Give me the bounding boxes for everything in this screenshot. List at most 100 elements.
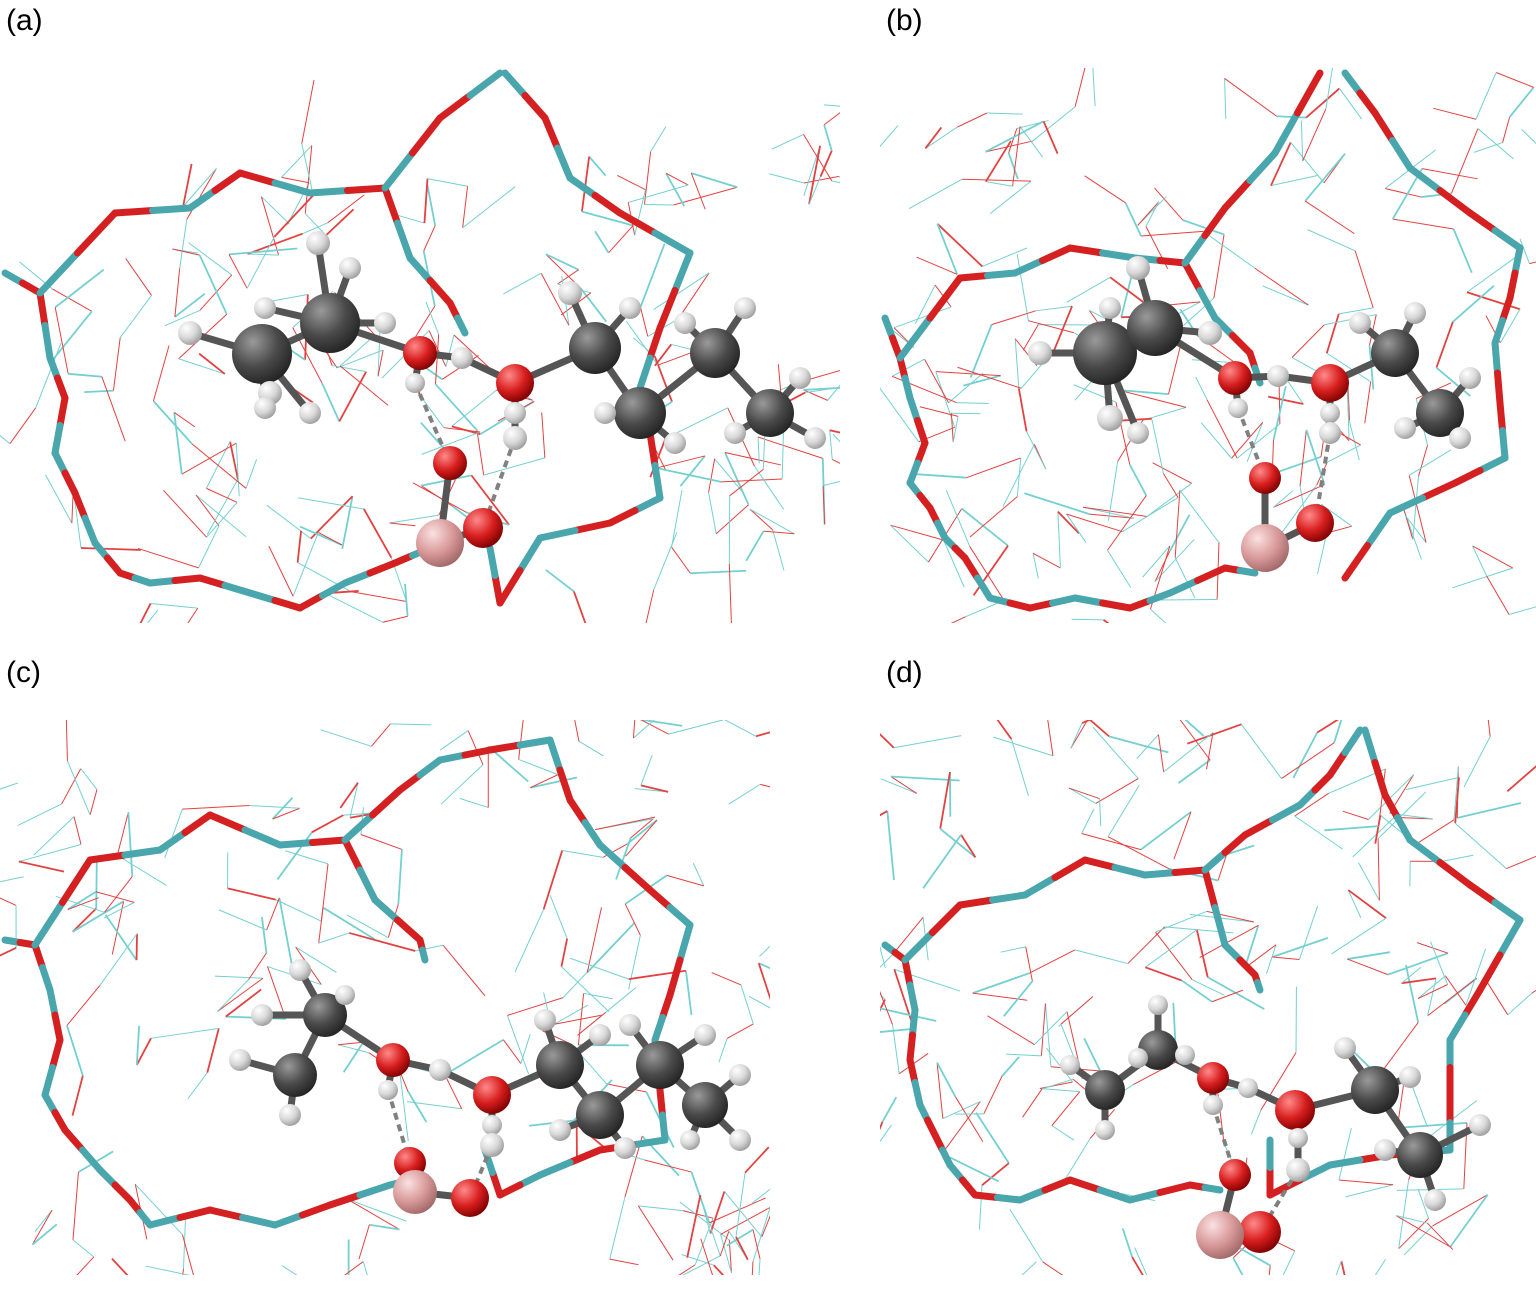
carbon-atom [1351,1066,1399,1114]
carbon-atom [569,322,621,374]
oxygen-atom [1311,364,1349,402]
panel-label-c: (c) [6,656,41,690]
hydrogen-atom [1399,1066,1421,1088]
hydrogen-atom [534,1009,556,1031]
hydrogen-atom [1099,297,1121,319]
hydrogen-atom [664,432,686,454]
hydrogen-atom [1060,1055,1080,1075]
carbon-atom [1085,1070,1125,1110]
zeolite-ring-bond [1185,73,1320,263]
hydrogen-atom [674,312,696,334]
hydrogen-atom [339,257,361,279]
hydrogen-atom [1404,302,1426,324]
hydrogen-atom [729,1129,751,1151]
hydrogen-atom [614,1137,636,1159]
hydrogen-atom [1424,1189,1446,1211]
aluminum-atom [416,519,464,567]
hydrogen-atom [789,367,811,389]
molecular-scene-a [0,68,840,623]
hydrogen-atom [279,1104,301,1126]
carbon-atom [1371,329,1419,377]
hydrogen-atom [229,1049,251,1071]
oxygen-atom [473,1076,511,1114]
oxygen-atom [403,336,437,370]
hydrogen-atom [1127,422,1149,444]
molecular-scene-d [880,720,1536,1275]
hydrogen-atom [619,1014,641,1036]
oxygen-atom [451,1179,489,1217]
hydrogen-atom [503,426,527,450]
hydrogen-atom [254,297,276,319]
hydrogen-atom [1203,1095,1223,1115]
hydrogen-atom [694,1024,716,1046]
hydrogen-atom [1095,1120,1115,1140]
hydrogen-atom [1449,427,1471,449]
panel-label-d: (d) [886,656,923,690]
hydrogen-atom [589,1024,611,1046]
oxygen-atom [1275,1090,1315,1130]
hydrogen-atom [734,297,756,319]
aluminum-atom [1241,524,1289,572]
hydrogen-atom [594,402,616,424]
hydrogen-atom [482,1115,502,1135]
carbon-atom [682,1082,728,1128]
carbon-atom [273,1053,317,1097]
hydrogen-atom [1320,403,1340,423]
zeolite-ring-bond [885,318,1255,608]
aluminum-atom [393,1170,437,1214]
panel-label-a: (a) [6,4,43,38]
carbon-atom [1127,300,1183,356]
hydrogen-atom [1374,1139,1396,1161]
zeolite-ring-bond [1345,73,1520,578]
hydrogen-atom [306,231,330,255]
molecular-scene-c [0,720,770,1275]
hydrogen-atom [1286,1158,1310,1182]
oxygen-atom [496,364,534,402]
hydrogen-atom [1028,341,1052,365]
oxygen-atom [1296,504,1334,542]
carbon-atom [1397,1132,1443,1178]
hydrogen-atom [1228,398,1248,418]
molecular-scene-b [880,68,1536,623]
panel-a: (a) [0,0,768,638]
hydrogen-atom [1288,1128,1308,1148]
hydrogen-atom [251,1004,273,1026]
zeolite-ring-bond [5,940,410,1225]
hydrogen-atom [680,1130,700,1150]
panel-b: (b) [880,0,1536,638]
hydrogen-atom [335,985,355,1005]
hydrogen-atom [549,1119,571,1141]
oxygen-atom [1239,1211,1281,1253]
hydrogen-atom [1334,1037,1356,1059]
hydrogen-atom [1198,321,1222,345]
carbon-atom [636,1041,684,1089]
zeolite-ring-bond [385,73,500,188]
hydrogen-atom [289,959,311,981]
hydrogen-atom [1128,1048,1148,1068]
hydrogen-atom [619,297,641,319]
oxygen-atom [1218,361,1252,395]
carbon-atom [614,387,666,439]
hydrogen-atom [378,1080,398,1100]
panel-c: (c) [0,652,768,1290]
hydrogen-atom [1238,1078,1258,1098]
hydrogen-atom [1319,422,1341,444]
hydrogen-atom [504,402,526,424]
zeolite-wireframe [880,68,1536,623]
carbon-atom [300,293,360,353]
aluminum-atom [1196,1211,1244,1259]
panel-d: (d) [880,652,1536,1290]
oxygen-atom [376,1043,410,1077]
hydrogen-atom [1349,312,1371,334]
hydrogen-atom [724,422,746,444]
hydrogen-atom [1267,365,1289,387]
hydrogen-atom [1097,405,1123,431]
hydrogen-atom [1148,995,1168,1015]
carbon-atom [536,1041,584,1089]
hydrogen-atom [1175,1045,1195,1065]
hydrogen-atom [374,312,396,334]
hydrogen-atom [451,347,473,369]
carbon-atom [746,389,794,437]
oxygen-atom [463,508,503,548]
hydrogen-atom [1459,367,1481,389]
